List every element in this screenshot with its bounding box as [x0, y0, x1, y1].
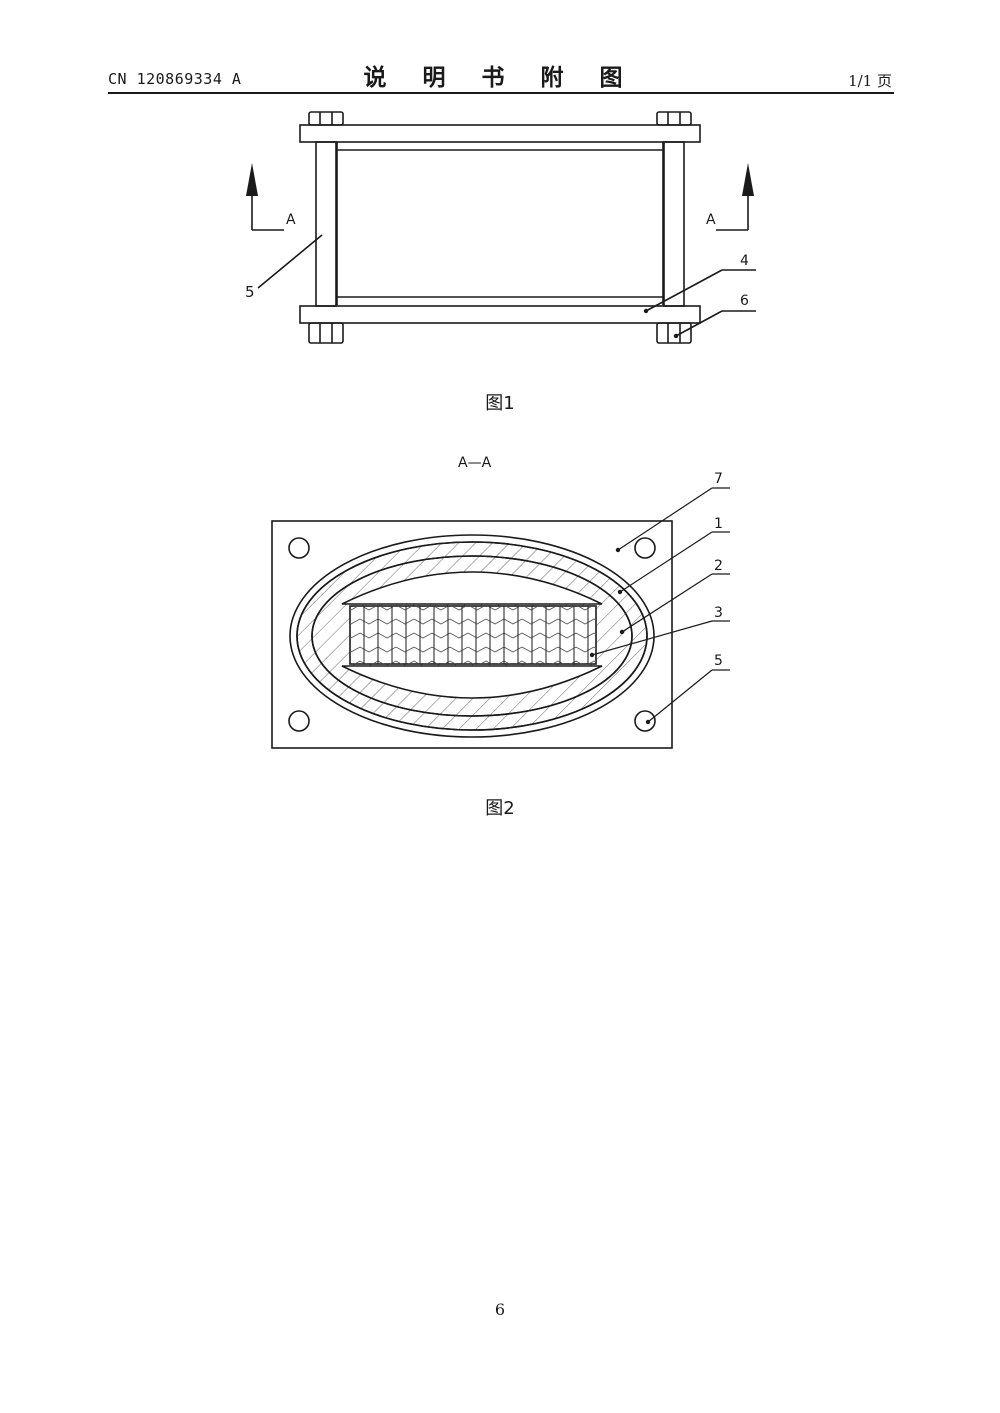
callout-3: 3	[714, 605, 723, 621]
section-label-left: A	[286, 212, 296, 228]
bolt-head-top-left	[308, 111, 344, 126]
lower-cavity	[341, 665, 603, 699]
figure-1-caption: 图1	[485, 393, 515, 414]
page-title: 说 明 书 附 图	[363, 65, 637, 91]
section-title: A—A	[458, 455, 492, 471]
tie-rod-right	[663, 141, 685, 307]
outer-casing	[289, 534, 655, 738]
callout-7: 7	[714, 471, 723, 487]
section-arrow-right	[742, 163, 754, 196]
document-number: CN 120869334 A	[108, 70, 242, 88]
callout-2: 2	[714, 558, 723, 574]
page-count: 1/1 页	[848, 72, 892, 90]
callout-6: 6	[740, 293, 749, 309]
flange-plate	[271, 520, 673, 749]
top-flange-plate	[299, 124, 701, 143]
upper-cavity	[341, 571, 603, 605]
tie-rod-left	[315, 141, 337, 307]
figure-2-caption: 图2	[485, 798, 515, 819]
bolt-hole-top-left	[288, 537, 310, 559]
bottom-flange-plate	[299, 305, 701, 324]
page-number: 6	[494, 1300, 506, 1319]
figure-1-drawing: A A 5 4 6	[245, 111, 756, 344]
bolt-hole-top-right	[634, 537, 656, 559]
bolt-hole-bottom-left	[288, 710, 310, 732]
bolt-head-top-right	[656, 111, 692, 126]
section-arrow-left	[246, 163, 258, 196]
section-label-right: A	[706, 212, 716, 228]
bolt-hole-bottom-right	[634, 710, 656, 732]
figure-2-drawing: A—A 7 1 2 3 5	[271, 455, 730, 749]
header-rule	[108, 92, 894, 94]
nut-bottom-right	[656, 322, 692, 344]
callout-4: 4	[740, 253, 749, 269]
nut-bottom-left	[308, 322, 344, 344]
callout-5: 5	[245, 283, 255, 301]
callout-5b: 5	[714, 653, 723, 669]
callout-1: 1	[714, 516, 723, 532]
